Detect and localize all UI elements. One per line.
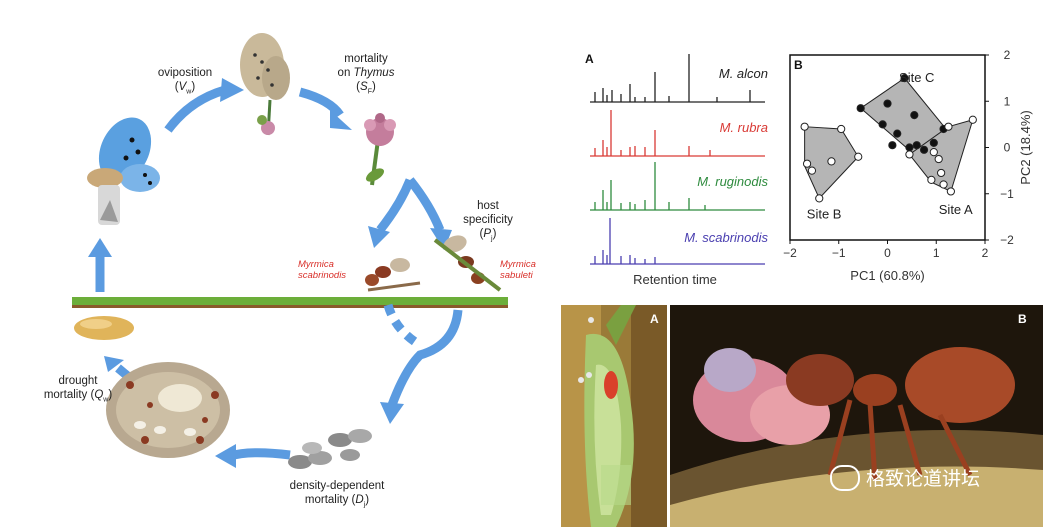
photo-caterpillar-on-flower (561, 305, 667, 527)
ground-bar (72, 297, 508, 306)
data-point-site-c (878, 120, 887, 129)
data-point-site-c (883, 99, 892, 108)
oviposition-label: oviposition (Vw) (157, 67, 213, 96)
trace-m-scabrinodis (590, 218, 765, 265)
pca-panel-label: B (794, 58, 803, 72)
y-tick-label: 2 (1004, 48, 1011, 62)
data-point-site-a (929, 148, 938, 157)
drought-mortality-label: drought mortality (Qw) (43, 375, 113, 404)
x-axis-label: PC1 (60.8%) (850, 268, 924, 283)
x-tick-label: −2 (783, 246, 797, 260)
trace-label-m-alcon: M. alcon (718, 66, 768, 81)
y-axis-label: PC2 (18.4%) (1018, 110, 1033, 184)
ant-carrying-larva-right (433, 235, 502, 292)
data-point-site-b (815, 194, 824, 203)
y-tick-label: 1 (1004, 94, 1011, 108)
butterfly-illustration (87, 117, 160, 225)
data-point-site-b (854, 152, 863, 161)
data-point-site-c (893, 129, 902, 138)
x-tick-label: 1 (933, 246, 940, 260)
photo-a-label: A (650, 312, 659, 326)
lifecycle-diagram (72, 33, 508, 469)
watermark: 格致论道讲坛 (830, 464, 980, 491)
data-point-site-a (946, 187, 955, 196)
data-point-site-c (905, 143, 914, 152)
ant-nest-illustration (106, 362, 230, 458)
y-tick-label: −1 (1000, 187, 1014, 201)
data-point-site-b (827, 157, 836, 166)
data-point-site-b (800, 122, 809, 131)
myrmica-scabrinodis-label: Myrmica scabrinodis (298, 259, 347, 281)
data-point-site-a (939, 180, 948, 189)
butterfly-underside-illustration (240, 33, 290, 136)
y-tick-label: −2 (1000, 233, 1014, 247)
data-point-site-b (807, 166, 817, 175)
chromatogram-xlabel: Retention time (633, 272, 717, 287)
data-point-site-a (944, 122, 953, 131)
data-point-site-c (900, 74, 909, 83)
trace-label-m-rubra: M. rubra (719, 120, 768, 135)
x-tick-label: −1 (832, 246, 846, 260)
data-point-site-b (802, 159, 812, 168)
density-mortality-label: density-dependent mortality (Dj) (289, 480, 385, 509)
data-point-site-a (934, 154, 943, 164)
trace-label-m-scabrinodis: M. scabrinodis (684, 230, 768, 245)
hull-site-a (908, 119, 974, 193)
site-label-site-c: Site C (899, 70, 934, 85)
y-tick-label: 0 (1004, 141, 1011, 155)
photo-ant-carrying-caterpillar (670, 305, 1043, 527)
data-point-site-a (968, 115, 977, 124)
trace-m-ruginodis (590, 162, 765, 211)
data-point-site-c (929, 138, 938, 147)
x-tick-label: 2 (982, 246, 989, 260)
data-point-site-c (912, 141, 921, 150)
data-point-site-c (856, 104, 865, 113)
data-point-site-a (937, 168, 946, 178)
ant-carrying-larva-left (365, 258, 421, 292)
trace-m-alcon (590, 54, 765, 103)
photo-b-label: B (1018, 312, 1027, 326)
chromatogram-traces (590, 54, 765, 265)
mortality-thymus-label: mortality on Thymus (SF) (337, 53, 395, 96)
wechat-icon (830, 464, 860, 491)
larvae-cluster-illustration (288, 429, 372, 469)
thymus-flower-illustration (364, 113, 396, 186)
trace-m-rubra (590, 110, 765, 157)
data-point-site-c (919, 145, 929, 154)
data-point-site-b (837, 124, 846, 134)
data-point-site-a (927, 175, 936, 184)
myrmica-sabuleti-label: Myrmica sabuleti (500, 259, 536, 281)
chromatogram-panel-label: A (585, 52, 594, 66)
site-label-site-a: Site A (939, 202, 973, 217)
data-point-site-a (905, 150, 914, 159)
site-label-site-b: Site B (807, 207, 842, 222)
trace-label-m-ruginodis: M. ruginodis (697, 174, 768, 189)
data-point-site-c (910, 111, 919, 120)
data-point-site-c (888, 141, 897, 150)
host-specificity-label: host specificity (Pj) (463, 200, 513, 243)
x-tick-label: 0 (884, 246, 891, 260)
cycle-arrows (95, 85, 463, 461)
